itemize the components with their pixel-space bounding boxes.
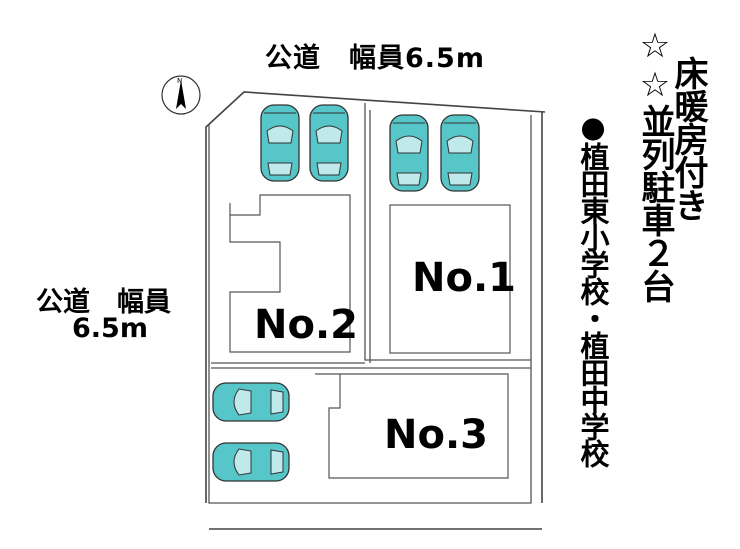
school-district: ●植田東小学校・植田中学校 [576,110,610,466]
road-label-left: 公道 幅員 [36,287,171,318]
car-icon [260,104,300,182]
north-arrow-icon [176,80,186,109]
compass-north-label: N [177,77,182,85]
site-boundary [205,91,546,530]
car-icon [212,382,290,422]
lot-boundaries [208,103,532,504]
lot-label-no3: No.3 [384,412,488,458]
house-footprints [229,194,511,479]
car-icon [309,104,349,182]
lot-label-no2: No.2 [254,302,358,348]
car-icon [389,114,429,192]
road-width-left: 6.5m [72,313,148,344]
feature-heating: 床暖房付き [668,56,708,221]
compass: N [161,75,201,115]
car-icon [440,114,480,192]
footprint-no2 [229,194,351,353]
car-icon [212,442,290,482]
feature-stars: ☆☆並列駐車２台 [635,26,675,302]
footprint-no1 [389,204,511,354]
footprint-no3 [315,373,509,479]
lot-label-no1: No.1 [412,255,516,301]
road-label-top: 公道 幅員6.5m [265,43,485,74]
